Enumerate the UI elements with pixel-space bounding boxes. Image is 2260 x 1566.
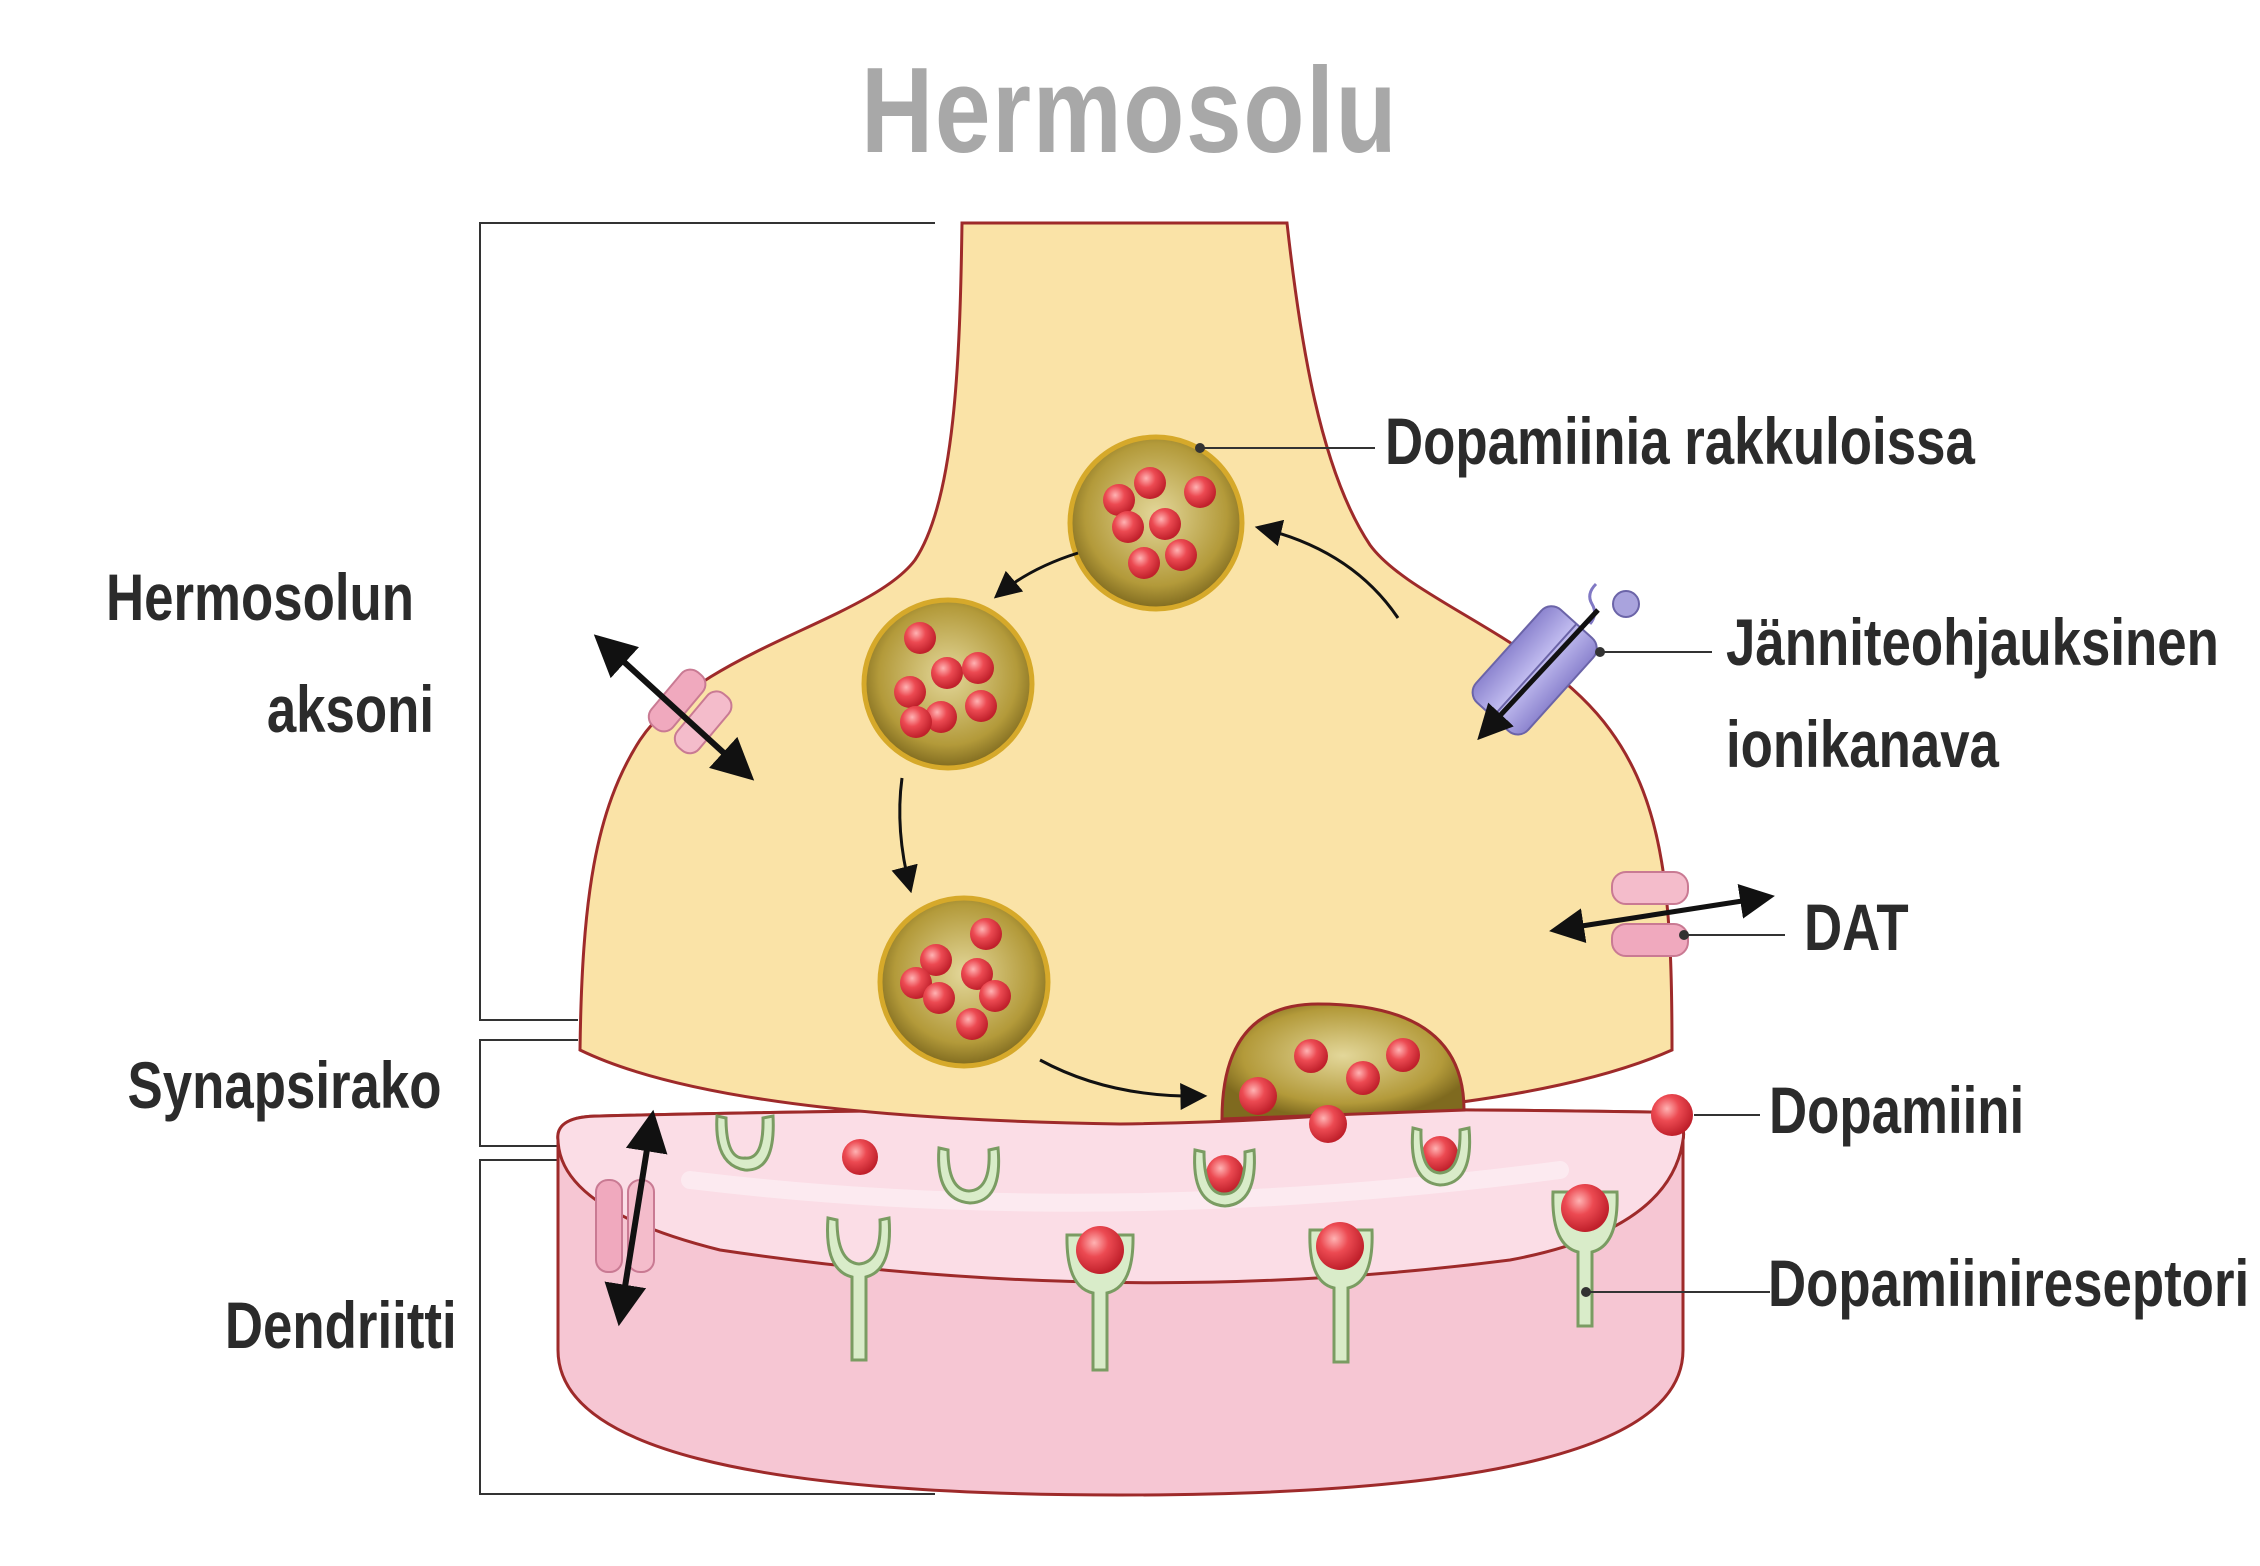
leader-lines — [1195, 443, 1785, 1297]
surface-receptors — [715, 1114, 1472, 1208]
dat-arrow — [1549, 884, 1775, 943]
label-receptor: Dopamiinireseptori — [1768, 1246, 2250, 1320]
label-dat: DAT — [1804, 890, 1909, 964]
cycle-arrows — [891, 519, 1400, 1110]
label-axon-line2: aksoni — [266, 672, 434, 746]
title-text: Hermosolu — [861, 42, 1399, 178]
label-ion-channel-line1: Jänniteohjauksinen — [1726, 605, 2219, 679]
dendrite-bracket — [479, 1159, 935, 1495]
label-axon-line1: Hermosolun — [105, 560, 414, 634]
label-dendrite: Dendriitti — [225, 1288, 457, 1362]
diagram-title: Hermosolu — [0, 40, 2260, 180]
ion-channel-arrow — [1477, 608, 1600, 741]
cleft-bracket — [479, 1039, 578, 1147]
axon-bracket — [479, 222, 935, 1021]
dopamine-molecules — [842, 467, 1693, 1193]
dendrite-transporter-arrow — [604, 1109, 668, 1327]
left-transporter-arrow — [593, 634, 755, 781]
ion-channel-sensor-tip — [1612, 590, 1640, 618]
fusing-vesicle — [1220, 1002, 1466, 1121]
label-dopamine: Dopamiini — [1769, 1073, 2025, 1147]
label-vesicles: Dopamiinia rakkuloissa — [1385, 404, 1975, 478]
bound-dopamine — [1076, 1184, 1609, 1274]
label-ion-channel-line2: ionikanava — [1726, 707, 1999, 781]
label-cleft: Synapsirako — [127, 1048, 442, 1122]
axon-terminal — [578, 221, 1674, 1126]
dendrite-body — [556, 1107, 1686, 1497]
